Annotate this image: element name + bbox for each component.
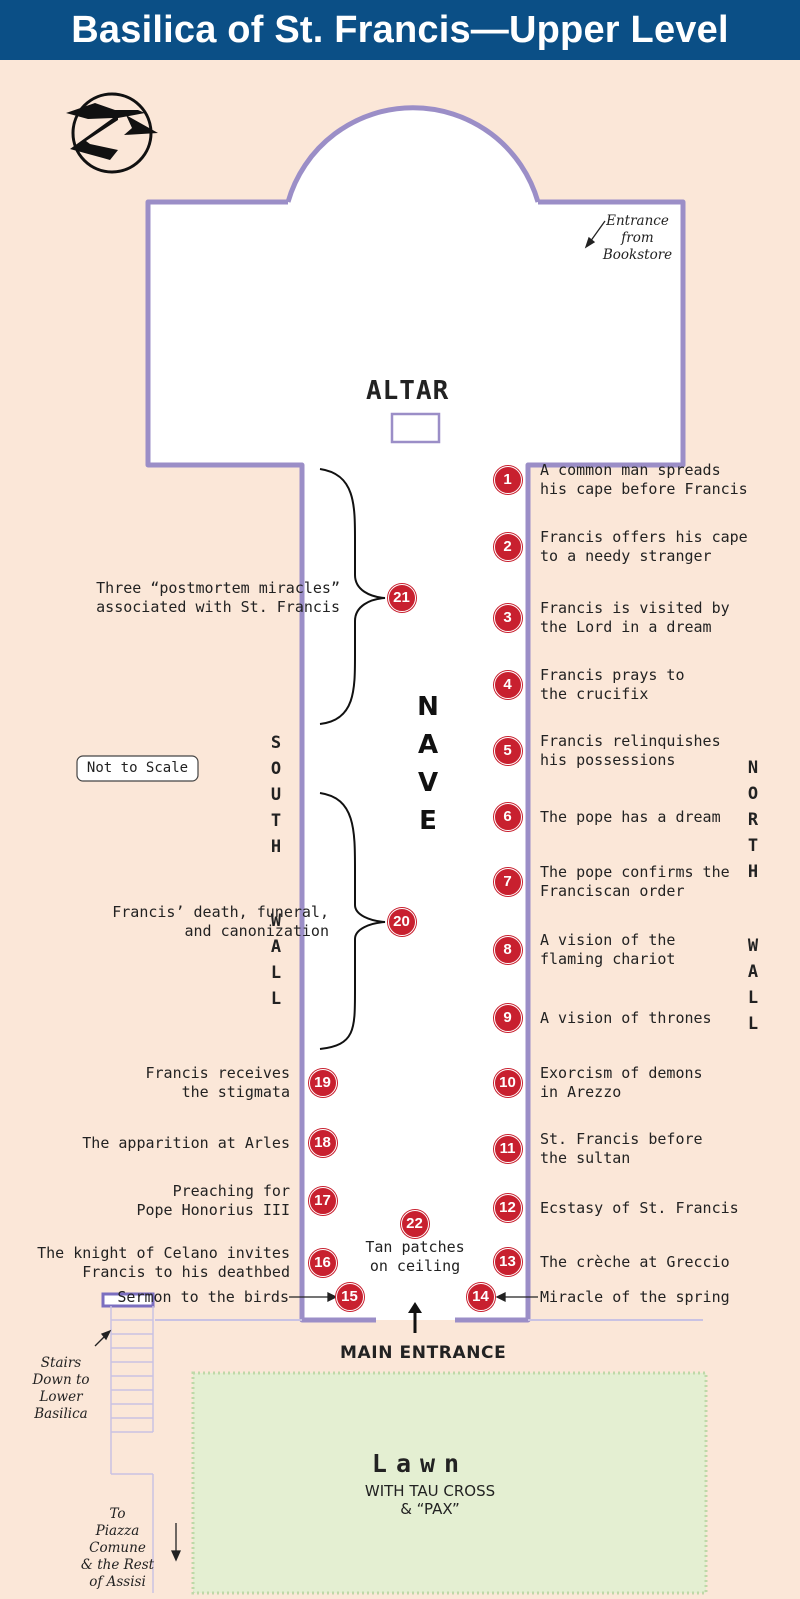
fresco-badge-4: 4 xyxy=(493,670,522,699)
fresco-badge-10: 10 xyxy=(493,1068,522,1097)
fresco-label-15: Sermon to the birds xyxy=(117,1287,289,1306)
fresco-badge-2: 2 xyxy=(493,532,522,561)
fresco-label-13: The crèche at Greccio xyxy=(540,1252,730,1271)
fresco-label-18: The apparition at Arles xyxy=(82,1133,290,1152)
fresco-badge-21: 21 xyxy=(387,583,416,612)
fresco-badge-15: 15 xyxy=(335,1282,364,1311)
fresco-badge-22: 22 xyxy=(400,1209,429,1238)
church-walls xyxy=(148,107,683,1320)
bracket-21 xyxy=(319,468,386,725)
fresco-badge-5: 5 xyxy=(493,736,522,765)
altar-label: ALTAR xyxy=(366,376,450,406)
apse-outline xyxy=(285,105,541,203)
fresco-badge-3: 3 xyxy=(493,603,522,632)
altar-table xyxy=(390,412,441,444)
fresco-label-9: A vision of thrones xyxy=(540,1008,712,1027)
fresco-label-21: Three “postmortem miracles”associated wi… xyxy=(96,579,340,616)
lawn-title: Lawn xyxy=(371,1449,469,1478)
lawn-line-2: & “PAX” xyxy=(400,1500,460,1518)
south-wall-outline xyxy=(145,199,376,1323)
north-arrow-icon xyxy=(66,92,158,174)
fresco-badge-17: 17 xyxy=(308,1186,337,1215)
north-wall-outline xyxy=(455,199,686,1323)
fresco-badge-9: 9 xyxy=(493,1003,522,1032)
fresco-label-14: Miracle of the spring xyxy=(540,1287,730,1306)
fresco-badge-7: 7 xyxy=(493,867,522,896)
lawn-area xyxy=(191,1371,708,1595)
main-entrance-label: MAIN ENTRANCE xyxy=(340,1343,507,1363)
bracket-20 xyxy=(319,792,386,1050)
main-entrance-arrow xyxy=(408,1302,422,1333)
not-to-scale-label: Not to Scale xyxy=(86,760,189,776)
fresco-badge-14: 14 xyxy=(466,1282,495,1311)
stairs-landing xyxy=(101,1292,155,1308)
fresco-badge-19: 19 xyxy=(308,1068,337,1097)
fresco-badge-11: 11 xyxy=(493,1134,522,1163)
fresco-badge-16: 16 xyxy=(308,1248,337,1277)
stairs xyxy=(110,1306,154,1593)
fresco-badge-20: 20 xyxy=(387,907,416,936)
fresco-badge-12: 12 xyxy=(493,1193,522,1222)
fresco-label-20: Francis’ death, funeral,and canonization xyxy=(112,903,329,940)
fresco-badge-6: 6 xyxy=(493,802,522,831)
fresco-badge-1: 1 xyxy=(493,465,522,494)
fresco-badge-8: 8 xyxy=(493,935,522,964)
lawn-line-1: WITH TAU CROSS xyxy=(364,1482,496,1500)
fresco-badge-13: 13 xyxy=(493,1247,522,1276)
fresco-badge-18: 18 xyxy=(308,1128,337,1157)
not-to-scale-box xyxy=(76,755,199,782)
page-title: Basilica of St. Francis—Upper Level xyxy=(0,0,800,60)
fresco-label-12: Ecstasy of St. Francis xyxy=(540,1198,739,1217)
fresco-label-6: The pope has a dream xyxy=(540,807,721,826)
